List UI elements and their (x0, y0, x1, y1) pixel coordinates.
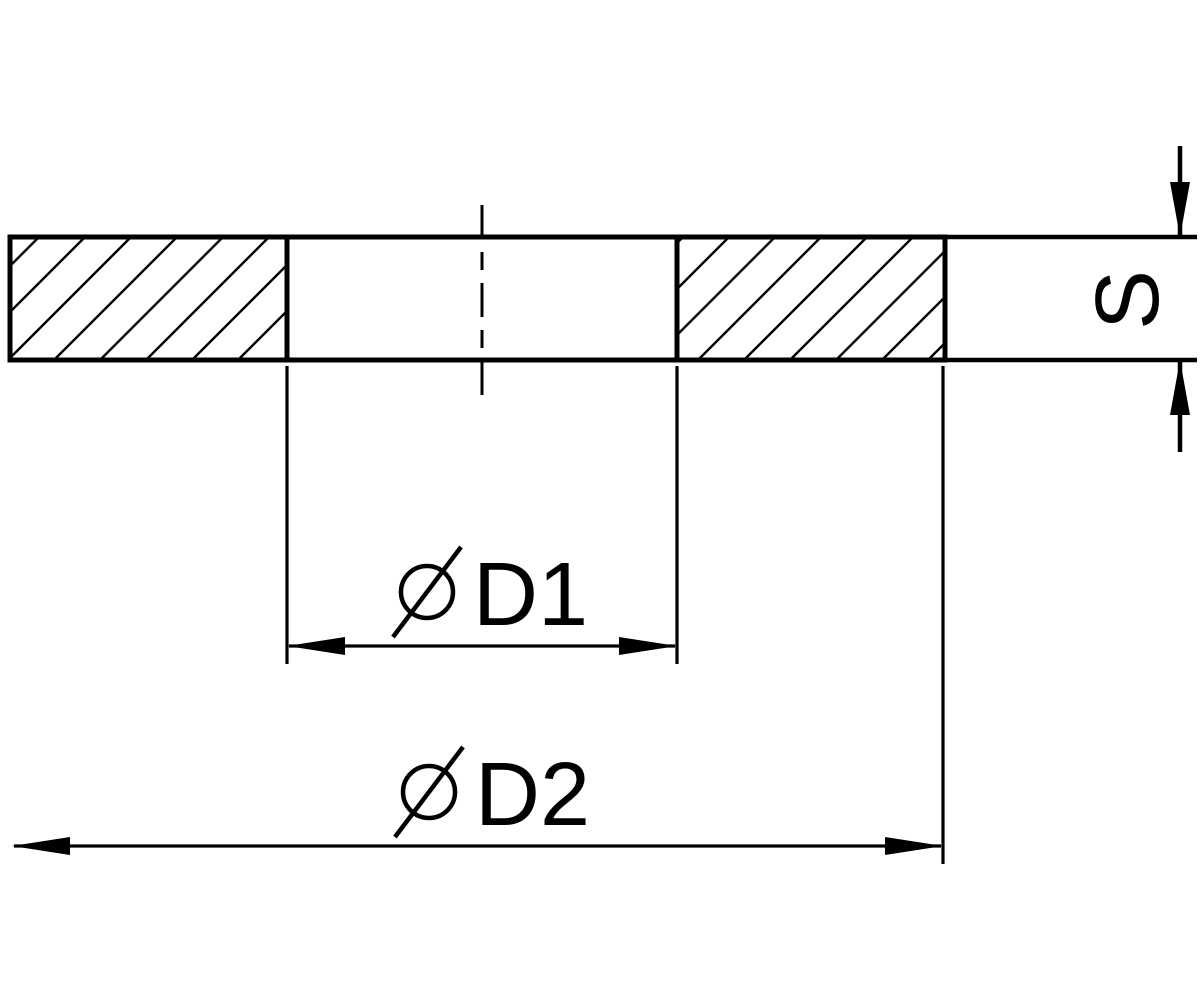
hatched-section-right (677, 237, 945, 360)
washer-outline (7, 234, 948, 363)
hatched-section-left (10, 237, 287, 360)
arrowhead-left-icon (12, 837, 70, 855)
arrowhead-left-icon (287, 637, 345, 655)
dimension-inner-diameter-d1: D1 (285, 366, 679, 664)
diameter-symbol-icon (393, 745, 465, 839)
outer-diameter-label: D2 (475, 745, 590, 845)
dimension-outer-diameter-d2: D2 (12, 366, 945, 864)
arrowhead-right-icon (885, 837, 943, 855)
washer-cross-section (7, 234, 948, 363)
dimension-thickness-s: S (945, 146, 1197, 452)
thickness-label: S (1078, 270, 1178, 330)
diameter-symbol-icon (391, 545, 463, 639)
inner-diameter-label: D1 (473, 545, 588, 645)
arrowhead-up-icon (1170, 360, 1190, 415)
arrowhead-right-icon (619, 637, 677, 655)
arrowhead-down-icon (1170, 182, 1190, 237)
